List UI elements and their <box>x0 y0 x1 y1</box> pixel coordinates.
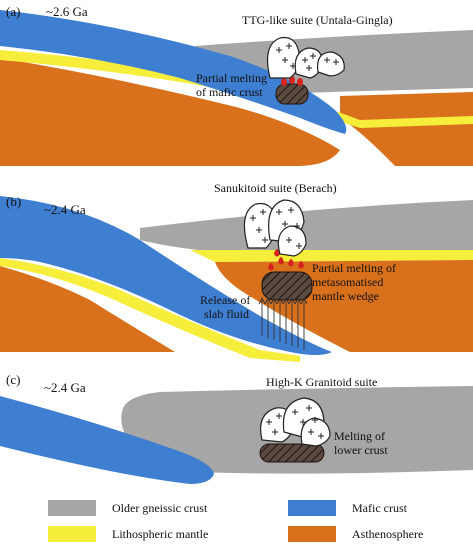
legend-label-mafic-crust: Mafic crust <box>352 501 408 515</box>
process-label-a-line1: Partial melting <box>196 71 267 85</box>
process-label-b-line2: metasomatised <box>312 275 383 289</box>
suite-label-b: Sanukitoid suite (Berach) <box>214 181 337 195</box>
process-label-c-line1: Melting of <box>334 429 385 443</box>
suite-label-c: High-K Granitoid suite <box>266 375 377 389</box>
mafic-crust-a <box>0 10 347 134</box>
asthenosphere-b-left <box>0 266 175 352</box>
suite-label-a: TTG-like suite (Untala-Gingla) <box>242 13 393 27</box>
granitoid-plutons-c <box>260 397 331 447</box>
legend: Older gneissic crust Mafic crust Lithosp… <box>48 500 423 542</box>
age-label-b: ~2.4 Ga <box>44 202 86 217</box>
process-label-b-line3: mantle wedge <box>312 289 379 303</box>
panel-c: (c) ~2.4 Ga High-K Granitoid suite Melti… <box>0 368 473 486</box>
sanukitoid-plutons-b <box>243 199 307 257</box>
melt-zone-c <box>259 443 325 463</box>
mafic-crust-b <box>0 196 332 355</box>
age-label-a: ~2.6 Ga <box>46 4 88 19</box>
asthenosphere-a-right <box>340 92 473 166</box>
melt-zone-a <box>275 83 309 105</box>
legend-swatch-asthenosphere <box>288 526 336 542</box>
fluid-label-b-line2: slab fluid <box>204 307 249 321</box>
melt-zone-b <box>261 271 313 301</box>
process-label-c-line2: lower crust <box>334 443 388 457</box>
older-gneissic-crust-b <box>140 200 473 256</box>
fluid-label-b-line1: Release of <box>200 293 250 307</box>
panel-b: (b) ~2.4 Ga Sanukitoid suite (Berach) Pa… <box>0 180 473 367</box>
mafic-crust-c <box>0 396 214 484</box>
legend-label-lithospheric-mantle: Lithospheric mantle <box>112 527 208 541</box>
asthenosphere-a <box>0 58 340 166</box>
panel-label-a: (a) <box>6 4 20 19</box>
lithospheric-mantle-b-upper <box>190 250 473 262</box>
panel-label-b: (b) <box>6 194 21 209</box>
age-label-c: ~2.4 Ga <box>44 380 86 395</box>
panel-a: (a) ~2.6 Ga TTG-like suite (Untala-Gingl… <box>0 0 473 178</box>
legend-swatch-mafic-crust <box>288 500 336 516</box>
legend-swatch-older-gneissic-crust <box>48 500 96 516</box>
plus-marks-c <box>266 405 324 439</box>
legend-label-asthenosphere: Asthenosphere <box>352 527 423 541</box>
process-label-b-line1: Partial melting of <box>312 261 396 275</box>
process-label-a-line2: of mafic crust <box>196 85 263 99</box>
plus-marks-b <box>250 207 302 249</box>
lithospheric-mantle-b <box>0 258 300 362</box>
slab-fluid-arrows <box>258 296 308 350</box>
panel-label-c: (c) <box>6 372 20 387</box>
legend-swatch-lithospheric-mantle <box>48 526 96 542</box>
legend-label-older-gneissic-crust: Older gneissic crust <box>112 501 208 515</box>
plus-marks-a <box>276 43 339 71</box>
